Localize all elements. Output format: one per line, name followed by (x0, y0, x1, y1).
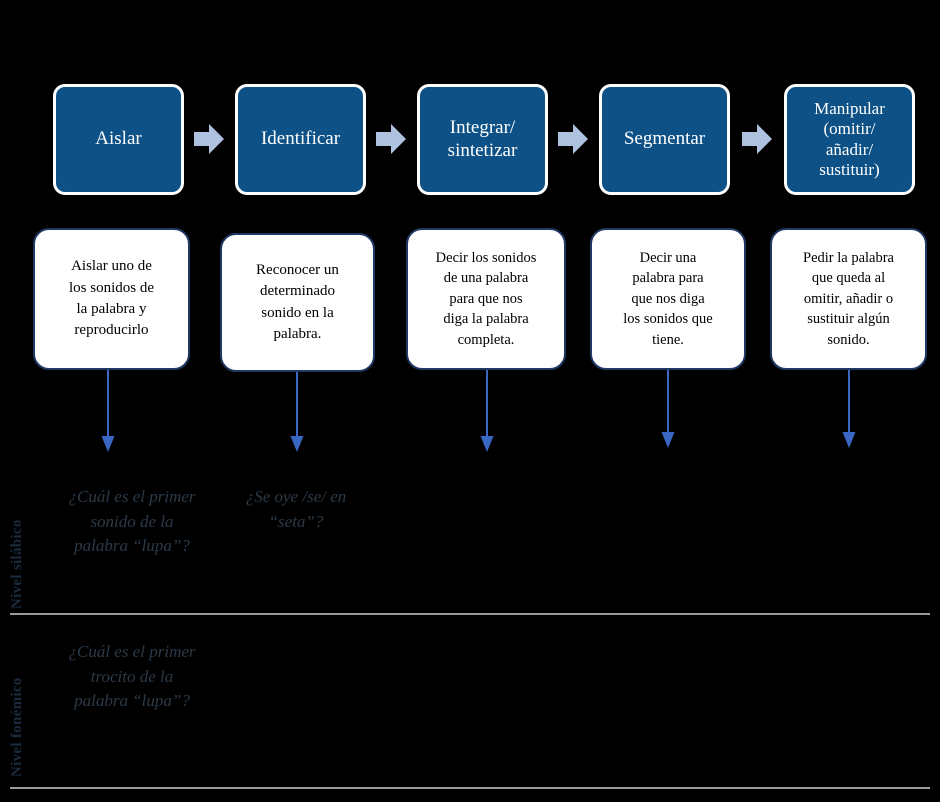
description-card-aislar[interactable]: Aislar uno de los sonidos de la palabra … (33, 228, 190, 370)
description-text: Aislar uno de los sonidos de la palabra … (68, 258, 154, 339)
description-card-segmentar[interactable]: Decir una palabra para que nos diga los … (590, 228, 746, 370)
chevron-right-icon-3 (558, 122, 588, 156)
down-arrow-icon-manipular (841, 370, 857, 450)
example-question-silabico-identificar: ¿Se oye /se/ en “seta”? (245, 487, 347, 531)
stage-box-integrar-sintetizar[interactable]: Integrar/ sintetizar (417, 84, 548, 195)
stage-box-label: Identificar (260, 128, 341, 150)
description-text: Decir una palabra para que nos diga los … (623, 249, 713, 348)
description-card-integrar-sintetizar[interactable]: Decir los sonidos de una palabra para qu… (406, 228, 566, 370)
stage-box-segmentar[interactable]: Segmentar (599, 84, 730, 195)
stage-box-identificar[interactable]: Identificar (235, 84, 366, 195)
description-text: Decir los sonidos de una palabra para qu… (435, 249, 537, 348)
stage-box-label: Aislar (95, 128, 142, 150)
example-question-fonemico-aislar: ¿Cuál es el primer trocito de la palabra… (68, 642, 196, 711)
chevron-right-icon-1 (194, 122, 224, 156)
description-card-manipular[interactable]: Pedir la palabra que queda al omitir, añ… (770, 228, 927, 370)
stage-box-aislar[interactable]: Aislar (53, 84, 184, 195)
stage-box-manipular[interactable]: Manipular (omitir/ añadir/ sustituir) (784, 84, 915, 195)
stage-box-label: Manipular (omitir/ añadir/ sustituir) (814, 99, 885, 179)
chevron-right-icon-2 (376, 122, 406, 156)
stage-box-label: Integrar/ sintetizar (447, 117, 518, 161)
down-arrow-icon-aislar (100, 370, 116, 454)
description-text: Reconocer un determinado sonido en la pa… (256, 261, 339, 342)
down-arrow-icon-segmentar (660, 370, 676, 450)
level-divider-bottom (10, 787, 930, 789)
stage-box-label: Segmentar (623, 128, 706, 150)
chevron-right-icon-4 (742, 122, 772, 156)
level-label-silabico: Nivel silábico (9, 519, 25, 609)
description-text: Pedir la palabra que queda al omitir, añ… (803, 249, 894, 348)
level-divider-top (10, 613, 930, 615)
level-label-fonemico: Nivel fonémico (9, 677, 25, 777)
example-question-silabico-aislar: ¿Cuál es el primer sonido de la palabra … (68, 487, 196, 556)
down-arrow-icon-identificar (289, 372, 305, 454)
description-card-identificar[interactable]: Reconocer un determinado sonido en la pa… (220, 233, 375, 372)
down-arrow-icon-integrar-sintetizar (479, 370, 495, 454)
